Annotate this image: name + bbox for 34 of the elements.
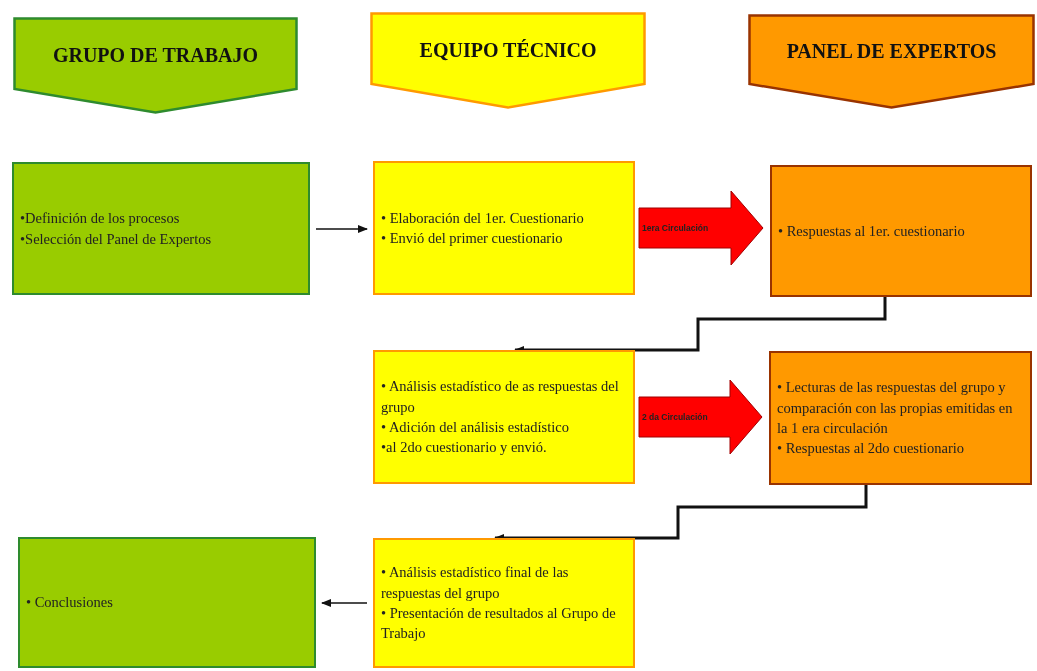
bullet-text: •Selección del Panel de Expertos [20,229,213,249]
block-arrow [638,190,764,266]
header-banner [748,14,1035,109]
process-box [373,350,635,484]
process-box [373,161,635,295]
bullet-text: • Análisis estadístico final de las respuestas del grupo [381,563,570,603]
elbow-arrow [494,485,868,542]
bullet-text: • Presentación de resultados al Grupo de Trabajo [381,604,617,644]
bullet-text: • Respuestas al 1er. cuestionario [778,221,966,241]
process-box [769,351,1032,485]
bullet-text: • Elaboración del 1er. Cuestionario [381,208,585,228]
bullet-text: • Lecturas de las respuestas del grupo y comparación con las propias emitidas en la 1 era circulación [777,378,1014,438]
bullet-text: • Envió del primer cuestionario [381,229,564,248]
block-arrow [638,379,763,455]
bullet-text: • Análisis estadístico de as respuestas del grupo [381,377,620,417]
edge-label: 2 da Circulación [642,412,708,422]
process-box [18,537,316,668]
process-box [770,165,1032,297]
header-title: PANEL DE EXPERTOS [786,38,997,64]
edge-label: 1era Circulación [642,223,709,233]
header-banner [13,17,298,114]
bullet-text: • Respuestas al 2do cuestionario [777,439,966,459]
arrow [321,599,368,607]
bullet-text: •al 2do cuestionario y envió. [381,438,548,458]
header-title: GRUPO DE TRABAJO [52,42,259,68]
process-box [12,162,310,295]
bullet-text: •Definición de los procesos [20,209,181,229]
bullet-text: • Conclusiones [26,593,114,613]
header-banner [370,12,646,109]
bullet-text: • Adición del análisis estadístico [381,418,570,437]
header-title: EQUIPO TÉCNICO [419,37,597,63]
arrow [315,225,368,233]
elbow-arrow [514,297,887,354]
process-box [373,538,635,668]
